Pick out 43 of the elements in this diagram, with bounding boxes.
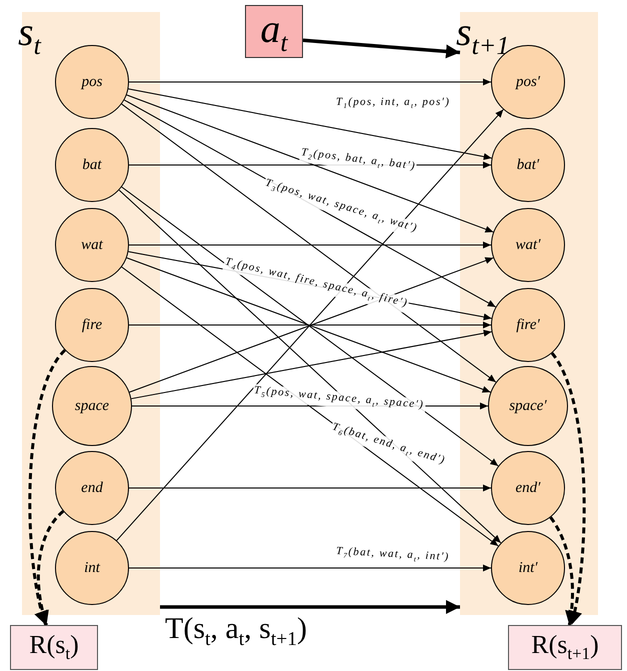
reward-box <box>508 625 622 670</box>
variable-label: wat <box>81 236 103 254</box>
reward-label: R(s$_{t+1}$) <box>531 630 599 665</box>
dashed-arrow <box>28 349 66 626</box>
arrow <box>121 104 496 383</box>
state-circle <box>491 531 565 605</box>
variable-label: fire <box>82 316 102 334</box>
arrow <box>130 330 492 400</box>
variable-label: end <box>81 480 103 496</box>
variable-label: wat′ <box>516 236 540 254</box>
arrow <box>128 78 492 86</box>
action-label: a$_{t}$ <box>260 5 288 58</box>
arrow <box>128 484 492 492</box>
arrow <box>302 38 460 58</box>
arrow <box>128 88 492 160</box>
arrow <box>121 186 499 466</box>
arrow <box>128 564 492 572</box>
variable-label: fire′ <box>516 316 540 334</box>
reward-label: R(s$_{t}$) <box>29 630 79 665</box>
dashed-arrow <box>549 516 578 626</box>
state-heading: s$_{t+1}$ <box>456 12 510 62</box>
reward-box <box>10 625 98 670</box>
variable-label: space <box>74 398 110 414</box>
dashed-arrow <box>36 510 64 626</box>
state-heading: s$_{t}$ <box>18 12 41 62</box>
variable-label: int′ <box>518 560 538 576</box>
transition-label: T$_{4}$(pos, wat, fire, space, a$_{t}$, fire′) <box>222 255 410 314</box>
variable-label: int <box>84 560 100 576</box>
transition-label: T$_{5}$(pos, wat, space, a$_{t}$, space′) <box>252 384 426 416</box>
variable-label: bat <box>82 156 102 174</box>
action-box <box>245 5 303 58</box>
arrow <box>128 242 492 248</box>
arrow <box>128 322 492 328</box>
dashed-arrow <box>550 352 586 626</box>
arrow <box>118 190 502 544</box>
variable-label: bat′ <box>516 156 540 174</box>
arrow <box>126 94 494 233</box>
variable-label: end′ <box>516 480 540 496</box>
variable-label: pos′ <box>516 74 540 90</box>
variable-label: space′ <box>509 398 547 414</box>
arrow <box>160 600 460 614</box>
arrow <box>116 109 504 541</box>
variable-label: pos <box>82 74 102 90</box>
